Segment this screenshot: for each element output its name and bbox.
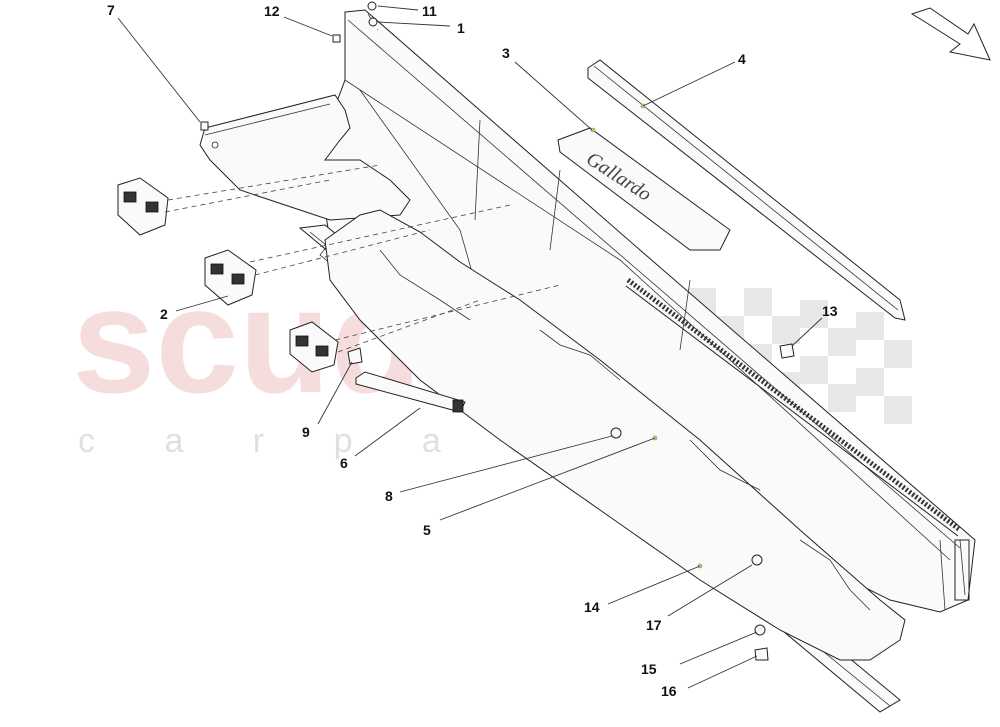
clip-module-2 xyxy=(204,249,257,306)
callout-15: 15 xyxy=(641,661,657,677)
callout-17: 17 xyxy=(646,617,662,633)
small-trim-strip xyxy=(355,371,466,413)
callout-3: 3 xyxy=(502,45,510,61)
fastener-9 xyxy=(347,347,363,365)
callout-14: 14 xyxy=(584,599,600,615)
rubber-strip xyxy=(625,278,962,537)
fastener-13 xyxy=(779,343,795,359)
callouts: 7 12 11 1 3 4 2 13 9 6 8 5 14 17 15 16 xyxy=(107,2,838,699)
nut-17 xyxy=(751,554,763,566)
callout-6: 6 xyxy=(340,455,348,471)
upper-bracket xyxy=(199,94,411,221)
clip-module-3 xyxy=(289,321,339,373)
callout-13: 13 xyxy=(822,303,838,319)
hardware xyxy=(200,1,795,661)
washer-15 xyxy=(754,624,766,636)
arrow-icon xyxy=(910,7,991,61)
callout-8: 8 xyxy=(385,488,393,504)
clip-12 xyxy=(332,34,341,43)
clip-7 xyxy=(200,121,209,131)
nut-8 xyxy=(610,427,622,439)
callout-1: 1 xyxy=(457,20,465,36)
callout-4: 4 xyxy=(738,51,746,67)
clip-module-1 xyxy=(117,177,169,236)
callout-9: 9 xyxy=(302,424,310,440)
callout-16: 16 xyxy=(661,683,677,699)
callout-11: 11 xyxy=(422,3,437,19)
washer-1 xyxy=(368,17,378,27)
screw-16 xyxy=(754,647,769,661)
callout-5: 5 xyxy=(423,522,431,538)
callout-7: 7 xyxy=(107,2,115,18)
leader-lines xyxy=(117,5,823,689)
screw-11 xyxy=(367,1,377,11)
assembly-lines xyxy=(164,13,561,353)
callout-12: 12 xyxy=(264,3,280,19)
callout-2: 2 xyxy=(160,306,168,322)
